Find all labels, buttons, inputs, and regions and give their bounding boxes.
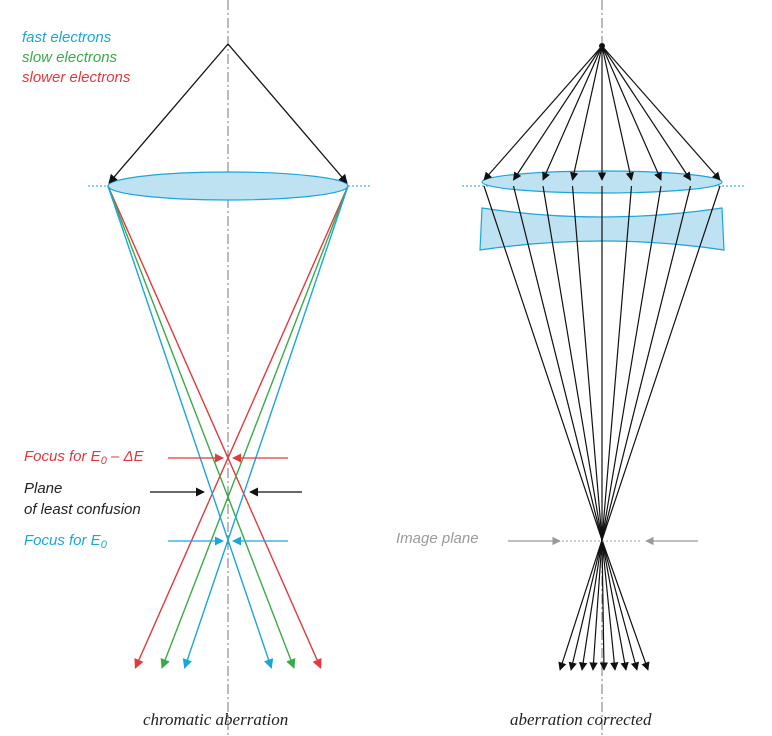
focus-e0-label: Focus for E0 [24,532,107,554]
corrected-converging-ray-4 [571,185,603,541]
focus-e0-prefix: Focus for E [24,532,101,549]
ray-fast-left [107,185,274,669]
corrected-diverging-ray-5 [599,539,609,671]
ray-slower-left [107,185,322,669]
corrected-converging-ray-7 [601,185,662,541]
left-incoming-ray-right [227,43,348,184]
corrected-diverging-ray-2 [568,539,603,671]
corrected-converging-ray-8 [601,185,692,541]
corrected-diverging-ray-8 [601,539,640,671]
focus-e0-subscript: 0 [100,539,107,551]
corrected-incoming-ray-7 [601,45,662,181]
corrected-diverging-ray-9 [601,539,650,671]
caption-chromatic-aberration: chromatic aberration [143,710,289,729]
corrected-converging-ray-3 [542,185,603,541]
ray-slower-right [134,185,349,669]
ray-slow-right [160,185,349,669]
caption-aberration-corrected: aberration corrected [510,710,652,729]
focus-e0-minus-de-prefix: Focus for E [24,448,101,465]
corrected-converging-ray-9 [601,185,721,541]
left-incoming-ray-left [108,43,229,184]
ray-fast-right [182,185,349,669]
corrected-incoming-ray-6 [601,45,634,181]
ray-slow-left [107,185,296,669]
image-plane-label: Image plane [396,530,479,547]
corrected-incoming-ray-3 [542,45,603,181]
corrected-source-point [599,43,605,49]
focus-e0-minus-de-label: Focus for E0 – ΔE [24,448,144,470]
legend-slower-electrons: slower electrons [22,69,131,86]
corrected-diverging-ray-3 [578,539,603,671]
corrected-incoming-ray-8 [601,45,692,181]
corrected-converging-ray-6 [601,185,633,541]
corrected-converging-ray-2 [512,185,603,541]
corrected-incoming-ray-2 [512,45,603,181]
plane-label-line2: of least confusion [24,501,141,518]
corrected-diverging-ray-7 [601,539,629,671]
focus-e0-minus-de-suffix: – ΔE [106,448,144,465]
focus-e0-minus-de-subscript: 0 [100,455,107,467]
corrected-diverging-ray-6 [601,539,619,671]
corrected-incoming-ray-4 [570,45,603,181]
corrected-diverging-ray-4 [589,539,603,671]
corrected-diverging-ray-1 [558,539,603,671]
left-lens [107,171,349,201]
corrected-converging-ray-1 [483,185,603,541]
corrected-incoming-ray-1 [483,45,603,181]
legend-slow-electrons: slow electrons [22,49,118,66]
corrected-incoming-ray-9 [601,45,721,181]
legend-fast-electrons: fast electrons [22,29,112,46]
plane-label-line1: Plane [24,480,63,497]
